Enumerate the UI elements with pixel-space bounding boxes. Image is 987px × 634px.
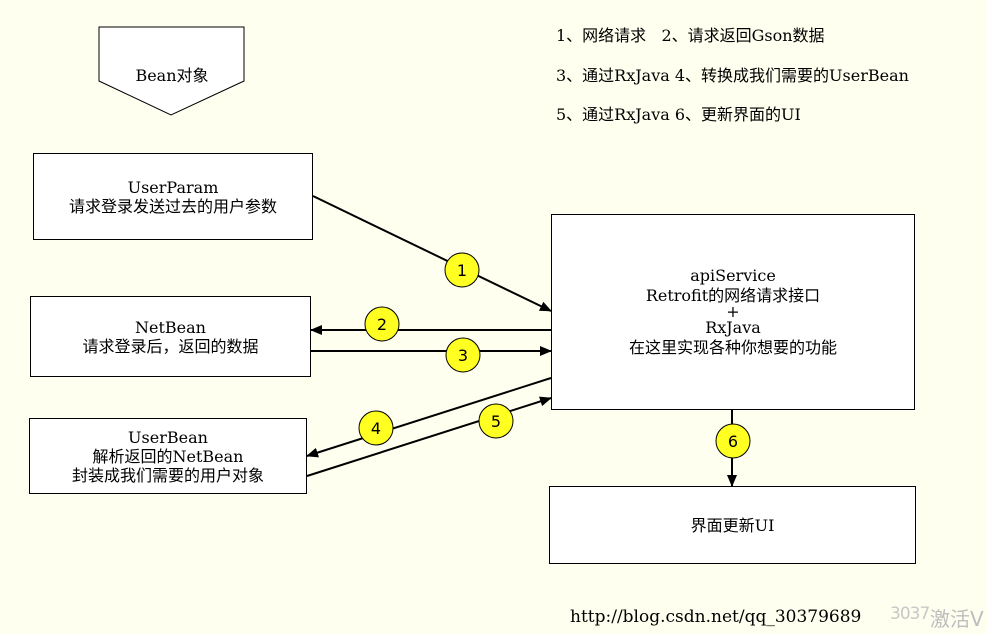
step-label-5: 5 [491,412,501,431]
step-label-1: 1 [457,261,467,280]
userparam-desc: 请求登录发送过去的用户参数 [68,196,277,216]
api-line-4: RxJava [705,318,761,337]
legend-line-1: 1、网络请求 2、请求返回Gson数据 [556,26,825,45]
arrow-4-convert [306,377,552,458]
ui-update-label: 界面更新UI [690,515,775,535]
ui-update-box: 界面更新UI [549,486,916,564]
api-line-1: apiService [690,266,776,285]
step-circle-1: 1 [444,252,480,288]
bean-pentagon-shape [98,26,245,116]
userbean-box: UserBean 解析返回的NetBean 封装成我们需要的用户对象 [29,418,307,494]
userparam-box: UserParam 请求登录发送过去的用户参数 [33,153,313,240]
userbean-line3: 封装成我们需要的用户对象 [71,465,264,485]
arrow-1-request [312,195,552,312]
step-circle-2: 2 [364,306,400,342]
step-circle-4: 4 [358,410,394,446]
api-plus: + [726,302,740,321]
watermark-url: http://blog.csdn.net/qq_30379689 [570,607,862,627]
bean-pentagon-label: Bean对象 [135,66,209,85]
step-label-3: 3 [458,346,468,365]
step-circle-6: 6 [715,423,751,459]
userbean-title: UserBean [128,427,208,447]
userbean-line2: 解析返回的NetBean [92,446,244,466]
arrow-5-rxjava [306,396,552,477]
userparam-title: UserParam [127,177,219,197]
api-service-box: apiService Retrofit的网络请求接口 + RxJava 在这里实… [551,214,915,410]
step-label-4: 4 [371,419,381,438]
api-line-2: Retrofit的网络请求接口 [645,286,821,305]
netbean-box: NetBean 请求登录后，返回的数据 [30,296,311,377]
step-circle-5: 5 [478,403,514,439]
step-label-6: 6 [728,432,738,451]
step-circle-3: 3 [445,337,481,373]
watermark-ghost-digits: 3037 [890,604,930,624]
legend-line-2: 3、通过RxJava 4、转换成我们需要的UserBean [556,66,909,85]
step-label-2: 2 [377,315,387,334]
legend-line-3: 5、通过RxJava 6、更新界面的UI [556,105,801,124]
netbean-title: NetBean [135,317,206,337]
netbean-desc: 请求登录后，返回的数据 [82,336,259,356]
api-line-5: 在这里实现各种你想要的功能 [628,338,837,357]
activate-windows-text: 激活V [930,607,984,631]
